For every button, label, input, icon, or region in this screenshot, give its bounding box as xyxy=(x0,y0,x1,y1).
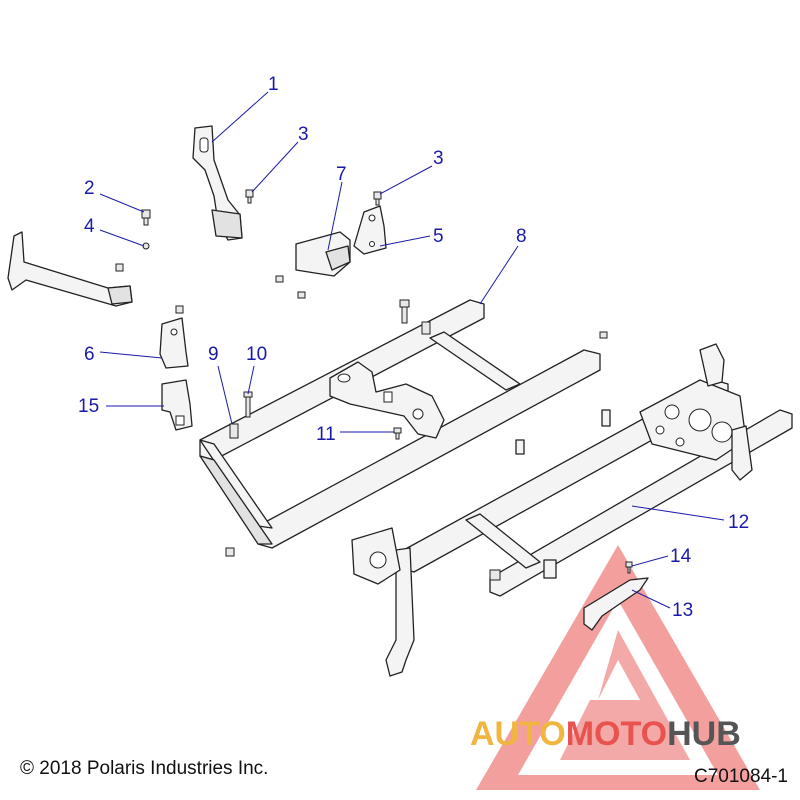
part-7-bracket xyxy=(275,231,351,299)
callout-11: 11 xyxy=(316,424,336,445)
part-3-bolt-b xyxy=(373,191,382,206)
callout-14: 14 xyxy=(670,546,692,567)
part-14-bolt xyxy=(625,561,633,574)
part-15-bracket xyxy=(161,379,193,431)
watermark-text: AUTOMOTOHUB xyxy=(470,715,741,754)
part-12-frame xyxy=(351,343,793,677)
callout-3a: 3 xyxy=(298,124,309,145)
part-2-bolt xyxy=(141,209,151,226)
callout-5: 5 xyxy=(433,226,444,247)
callout-13: 13 xyxy=(672,600,693,621)
figure-code: C701084-1 xyxy=(693,766,788,787)
watermark-part-auto: AUTO xyxy=(470,715,566,753)
callout-leaders xyxy=(99,91,725,609)
callout-7: 7 xyxy=(336,164,347,185)
watermark-logo xyxy=(476,545,760,790)
part-5-bracket xyxy=(353,205,387,255)
callout-8: 8 xyxy=(516,226,527,247)
callout-4: 4 xyxy=(84,216,95,237)
part-9-stud xyxy=(229,423,239,439)
callout-12: 12 xyxy=(728,512,749,533)
callout-9: 9 xyxy=(208,344,219,365)
part-6-bracket xyxy=(159,305,189,369)
callout-15: 15 xyxy=(78,396,99,417)
left-side-arm xyxy=(7,231,133,307)
watermark-part-hub: HUB xyxy=(667,715,741,753)
part-3-bolt-a xyxy=(245,189,254,204)
part-1-bracket xyxy=(192,125,243,241)
part-8-frame xyxy=(199,299,608,557)
watermark-part-moto: MOTO xyxy=(565,715,668,753)
callout-labels: 1 2 3 3 4 5 6 7 8 9 10 11 12 13 14 15 xyxy=(78,74,749,621)
callout-3b: 3 xyxy=(433,148,444,169)
copyright-notice: © 2018 Polaris Industries Inc. xyxy=(20,758,269,779)
center-cradle xyxy=(329,361,445,439)
callout-6: 6 xyxy=(84,344,95,365)
part-13-strap xyxy=(583,577,649,631)
callout-2: 2 xyxy=(84,178,95,199)
callout-1: 1 xyxy=(268,74,279,95)
part-11-bolt xyxy=(393,427,402,440)
callout-10: 10 xyxy=(246,344,267,365)
